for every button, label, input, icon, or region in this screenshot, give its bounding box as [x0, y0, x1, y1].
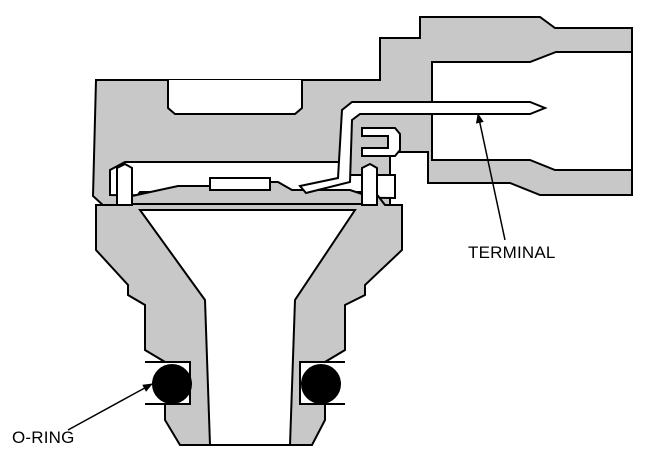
terminal-label: TERMINAL — [468, 243, 556, 262]
terminal-pin — [298, 101, 548, 195]
terminal-leader-line — [475, 113, 506, 241]
terminal-bend — [361, 127, 401, 157]
sensing-element — [209, 177, 271, 191]
oring-right — [301, 364, 341, 404]
port-bore — [138, 209, 357, 446]
diaphragm — [131, 181, 369, 205]
clip-right — [361, 162, 378, 206]
top-recess — [167, 80, 303, 115]
oring-left — [152, 364, 192, 404]
clip-left — [116, 162, 133, 206]
oring-leader-line — [67, 383, 153, 431]
oring-label: O-RING — [12, 428, 75, 447]
